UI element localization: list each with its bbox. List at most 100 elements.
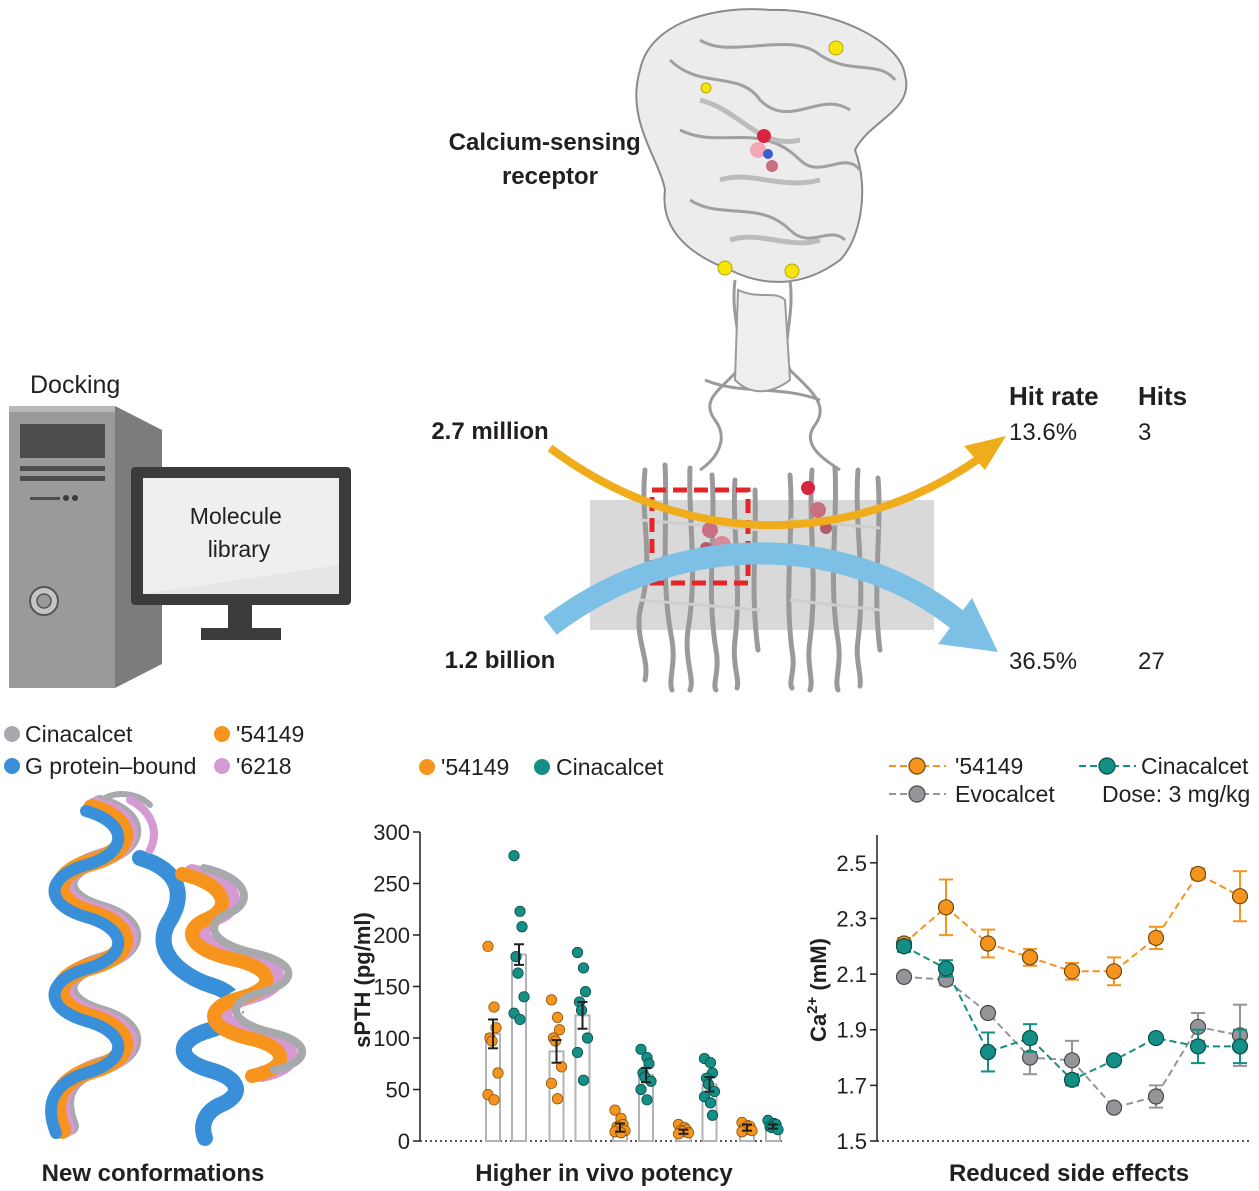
legend-dot-cinacalcet	[534, 759, 550, 775]
data-point	[609, 1104, 621, 1116]
legend-label-6218: '6218	[236, 753, 292, 779]
data-point	[581, 1032, 594, 1044]
hit-rate-header: Hit rate	[1009, 381, 1099, 411]
receptor-label: Calcium-sensing receptor	[449, 129, 648, 190]
data-point	[1105, 1052, 1123, 1069]
data-point	[551, 1011, 564, 1024]
legend-label-gprotein: G protein–bound	[25, 753, 196, 779]
data-point	[518, 991, 530, 1003]
legend-dot-evocalcet	[908, 785, 926, 803]
bar-y-tick-label: 250	[373, 872, 410, 897]
monitor-base	[201, 628, 281, 640]
tower-led	[63, 495, 69, 501]
receptor-structure	[590, 8, 934, 693]
data-point	[979, 935, 997, 952]
data-point	[1189, 865, 1207, 883]
ligand-top-mauve	[766, 160, 778, 172]
small-library-arrow	[547, 444, 991, 530]
series-line	[903, 872, 1241, 973]
computer-illustration: Docking Molecule library	[9, 371, 351, 688]
library-large-label: 1.2 billion	[445, 647, 556, 674]
docking-label: Docking	[30, 371, 120, 399]
data-point	[1021, 1029, 1039, 1047]
bar-y-tick-label: 150	[373, 975, 410, 1000]
data-point	[516, 921, 528, 933]
bar-y-tick-label: 100	[373, 1026, 410, 1051]
line-y-tick-label: 2.5	[836, 851, 867, 876]
legend-label-cinacalcet: Cinacalcet	[1141, 753, 1249, 779]
ligand-tm-right	[810, 502, 826, 518]
caption-reduced-side-effects: Reduced side effects	[949, 1160, 1189, 1187]
data-point	[553, 1024, 566, 1036]
legend-dot-gprotein	[4, 758, 20, 774]
data-point	[635, 1083, 647, 1096]
data-point	[482, 940, 494, 952]
line-legend: '54149 Evocalcet Cinacalcet Dose: 3 mg/k…	[889, 753, 1250, 807]
data-point	[1147, 929, 1165, 947]
data-point	[492, 1067, 504, 1079]
bar-y-tick-label: 300	[373, 820, 410, 845]
data-point	[1063, 1052, 1081, 1069]
bar-ylabel: sPTH (pg/ml)	[350, 912, 375, 1048]
bar-y-tick-label: 50	[386, 1078, 410, 1103]
data-point	[895, 938, 913, 955]
data-point	[555, 1061, 568, 1073]
data-point	[736, 1126, 748, 1138]
data-point	[1105, 963, 1123, 980]
line-y-tick-label: 1.5	[836, 1129, 867, 1154]
data-point	[979, 1043, 997, 1061]
data-point	[704, 1097, 717, 1109]
small-library-arrowhead	[964, 436, 1006, 470]
data-point	[772, 1124, 784, 1136]
drive-bay	[20, 466, 105, 471]
hits-header: Hits	[1138, 381, 1187, 411]
data-point	[577, 1074, 590, 1086]
data-point	[704, 1057, 717, 1069]
data-point	[1021, 949, 1039, 966]
calcium-ion	[717, 260, 733, 276]
data-point	[1147, 1029, 1165, 1047]
bar	[485, 1032, 501, 1143]
large-hits: 27	[1138, 648, 1165, 675]
line-ylabel-base: Ca	[806, 1013, 831, 1042]
receptor-stalk	[699, 279, 841, 472]
calcium-ion	[828, 40, 844, 56]
data-point	[979, 1004, 997, 1022]
legend-label-54149: '54149	[236, 721, 304, 747]
ligand-top-blue	[763, 149, 773, 159]
line-ylabel-unit: (mM)	[806, 938, 831, 997]
data-point	[706, 1109, 719, 1121]
data-point	[488, 1001, 500, 1013]
data-point	[488, 1094, 500, 1106]
ligand-tm-right	[801, 481, 815, 495]
data-point	[545, 1077, 558, 1089]
drive-bay	[20, 476, 105, 481]
legend-label-54149: '54149	[955, 753, 1023, 779]
drive-slot	[30, 497, 60, 500]
ligand-tm-left	[702, 522, 718, 538]
calcium-ion	[700, 82, 712, 94]
binding-pocket-box	[649, 487, 751, 586]
data-point	[1063, 963, 1081, 980]
chart-calcium: '54149 Evocalcet Cinacalcet Dose: 3 mg/k…	[804, 753, 1252, 1187]
legend-label-54149: '54149	[441, 754, 509, 780]
data-point	[545, 994, 558, 1006]
legend-dot-54149	[908, 757, 926, 775]
large-library-arrowhead	[938, 598, 998, 652]
dose-label: Dose: 3 mg/kg	[1102, 781, 1250, 807]
ligand-top-pink	[750, 142, 766, 158]
data-point	[579, 986, 592, 998]
data-point	[1231, 1038, 1249, 1055]
tower-led	[72, 495, 78, 501]
bar-y-tick-label: 0	[398, 1129, 410, 1154]
line-y-tick-label: 1.9	[836, 1018, 867, 1043]
data-point	[1147, 1088, 1165, 1105]
data-point	[514, 1013, 526, 1026]
small-hit-rate: 13.6%	[1009, 419, 1077, 446]
panel-new-conformations: Cinacalcet '54149 G protein–bound '6218 …	[4, 721, 307, 1187]
data-point	[937, 960, 955, 977]
line-ylabel: Ca2+ (mM)	[804, 938, 831, 1042]
line-y-tick-label: 2.3	[836, 906, 867, 931]
